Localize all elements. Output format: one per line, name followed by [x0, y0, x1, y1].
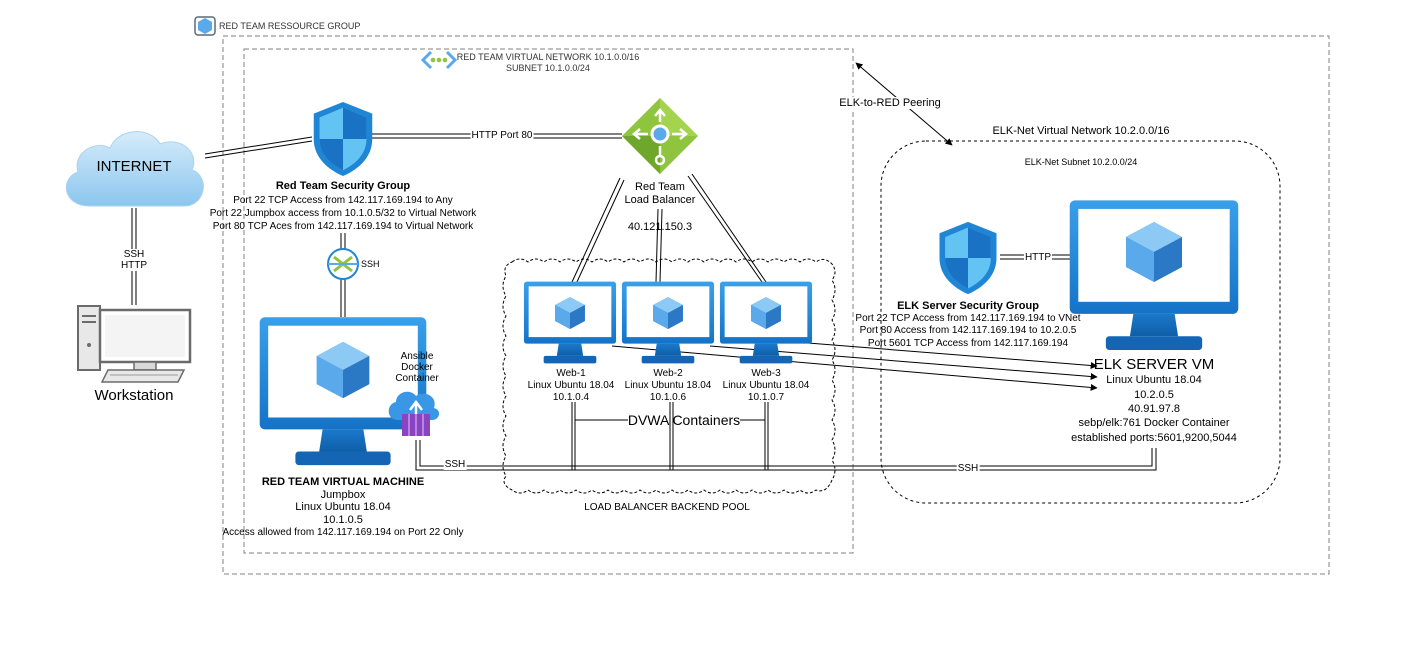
vpn-connection-icon [327, 248, 359, 280]
backend-pool-boundary [502, 258, 836, 494]
container-label-3: Container [395, 373, 439, 384]
web-2-os: Linux Ubuntu 18.04 [624, 380, 712, 391]
elk-vm-public-ip: 40.91.97.8 [1128, 403, 1180, 415]
container-label-2: Docker [401, 362, 433, 373]
ssh-connector-label: SSH [361, 259, 380, 269]
peering-label: ELK-to-RED Peering [838, 97, 942, 109]
elk-vm-monitor-icon [1069, 200, 1239, 350]
web-3-monitor-icon [719, 281, 813, 364]
container-label-1: Ansible [400, 351, 434, 362]
jumpbox-role: Jumpbox [320, 489, 366, 501]
workstation-link-label-ssh: SSH [122, 249, 146, 260]
elk-vm-private-ip: 10.2.0.5 [1134, 389, 1174, 401]
backend-pool-label: LOAD BALANCER BACKEND POOL [584, 502, 750, 513]
lb-title-2: Load Balancer [624, 194, 696, 206]
web-2-name: Web-2 [653, 368, 683, 379]
web-1-os: Linux Ubuntu 18.04 [527, 380, 615, 391]
red-nsg-rule-1: Port 22 TCP Access from 142.117.169.194 … [233, 195, 453, 206]
internet-label: INTERNET [96, 158, 172, 175]
web-1-name: Web-1 [556, 368, 586, 379]
dvwa-label: DVWA Containers [627, 412, 741, 428]
shield-icon [313, 101, 373, 177]
elk-vnet-label: ELK-Net Virtual Network 10.2.0.0/16 [992, 125, 1170, 137]
elk-nsg-rule-1: Port 22 TCP Access from 142.117.169.194 … [855, 313, 1081, 324]
elk-shield-icon [939, 221, 997, 295]
ssh-bottom-label-1: SSH [443, 459, 467, 470]
elk-subnet-label: ELK-Net Subnet 10.2.0.0/24 [1024, 157, 1138, 167]
vnet-icon [420, 50, 458, 70]
web-1-monitor-icon [523, 281, 617, 364]
web-3-name: Web-3 [751, 368, 781, 379]
ssh-bottom-label-2: SSH [956, 463, 980, 474]
resource-group-boundary [222, 35, 1330, 575]
container-instance-icon [388, 391, 440, 436]
elk-vm-os: Linux Ubuntu 18.04 [1106, 374, 1202, 386]
red-vnet-boundary [243, 48, 854, 554]
elk-nsg-rule-2: Port 80 Access from 142.117.169.194 to 1… [859, 325, 1077, 336]
cloud-icon [65, 131, 204, 207]
web-3-ip: 10.1.0.7 [747, 392, 785, 403]
red-vnet-label: RED TEAM VIRTUAL NETWORK 10.1.0.0/16 [456, 52, 640, 62]
elk-nsg-title: ELK Server Security Group [897, 300, 1039, 312]
elk-vm-title: ELK SERVER VM [1093, 356, 1215, 373]
desktop-computer-icon [77, 305, 192, 383]
lb-title-1: Red Team [635, 181, 685, 193]
web-2-ip: 10.1.0.6 [649, 392, 687, 403]
red-nsg-rule-3: Port 80 TCP Aces from 142.117.169.194 to… [212, 221, 474, 232]
jumpbox-access: Access allowed from 142.117.169.194 on P… [222, 527, 464, 538]
jumpbox-os: Linux Ubuntu 18.04 [295, 501, 391, 513]
load-balancer-icon [622, 98, 698, 174]
workstation-link-label-http: HTTP [119, 260, 149, 271]
elk-nsg-rule-3: Port 5601 TCP Access from 142.117.169.19… [867, 338, 1069, 349]
red-nsg-title: Red Team Security Group [275, 180, 411, 192]
jumpbox-ip: 10.1.0.5 [323, 514, 363, 526]
workstation-label: Workstation [94, 387, 174, 404]
red-vnet-subnet-label: SUBNET 10.1.0.0/24 [506, 63, 590, 73]
http-port-80-label: HTTP Port 80 [470, 130, 534, 141]
elk-vm-ports: established ports:5601,9200,5044 [1071, 432, 1237, 444]
jumpbox-title: RED TEAM VIRTUAL MACHINE [261, 476, 425, 488]
web-2-monitor-icon [621, 281, 715, 364]
web-3-os: Linux Ubuntu 18.04 [722, 380, 810, 391]
elk-http-label: HTTP [1023, 252, 1053, 263]
elk-vnet-boundary [880, 140, 1281, 504]
red-nsg-rule-2: Port 22 Jumpbox access from 10.1.0.5/32 … [209, 208, 477, 219]
web-1-ip: 10.1.0.4 [552, 392, 590, 403]
resource-group-icon [194, 16, 216, 36]
elk-vm-container: sebp/elk:761 Docker Container [1078, 417, 1230, 429]
lb-ip: 40.121.150.3 [627, 221, 693, 233]
resource-group-label: RED TEAM RESSOURCE GROUP [219, 21, 361, 31]
